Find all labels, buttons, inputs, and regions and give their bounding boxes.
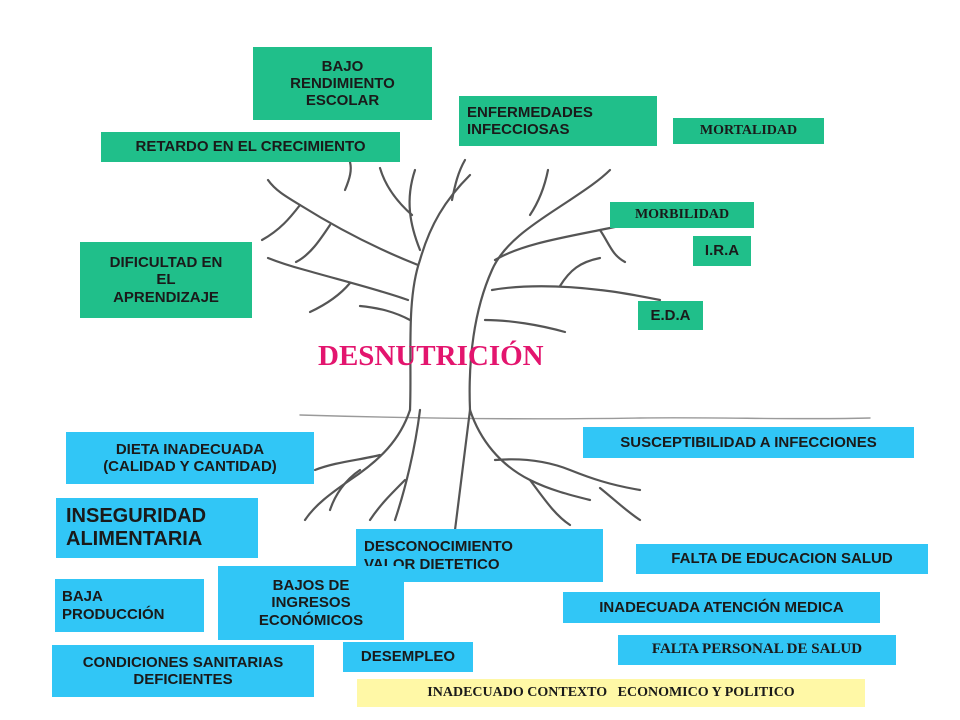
- cause-label: DIETA INADECUADA (CALIDAD Y CANTIDAD): [103, 440, 277, 475]
- root: [468, 408, 592, 502]
- branch: [343, 160, 352, 192]
- ground-line: [299, 414, 871, 420]
- cause-inadecuada-atencion-medica: INADECUADA ATENCIÓN MEDICA: [563, 592, 880, 623]
- branch: [568, 168, 612, 202]
- trunk-right-line: [468, 198, 572, 412]
- cause-dieta-inadecuada: DIETA INADECUADA (CALIDAD Y CANTIDAD): [66, 432, 314, 484]
- branch: [358, 304, 412, 322]
- effect-label: DIFICULTAD EN EL APRENDIZAJE: [109, 254, 223, 306]
- branch: [378, 166, 414, 217]
- cause-label: INADECUADA ATENCIÓN MEDICA: [599, 598, 844, 616]
- cause-label: DESCONOCIMIENTO VALOR DIETETICO: [364, 538, 513, 573]
- cause-label: INSEGURIDAD ALIMENTARIA: [66, 505, 207, 550]
- diagram-title: DESNUTRICIÓN: [318, 340, 544, 372]
- cause-baja-produccion: BAJA PRODUCCIÓN: [55, 579, 204, 632]
- cause-falta-personal-salud: FALTA PERSONAL DE SALUD: [618, 635, 896, 665]
- root: [393, 408, 422, 522]
- effect-label: I.R.A: [704, 242, 740, 260]
- effect-bajo-rendimiento-escolar: BAJO RENDIMIENTO ESCOLAR: [253, 47, 432, 120]
- root: [368, 478, 407, 522]
- branch: [483, 318, 567, 334]
- cause-label: SUSCEPTIBILIDAD A INFECCIONES: [620, 433, 877, 451]
- branch: [450, 158, 467, 202]
- cause-inseguridad-alimentaria: INSEGURIDAD ALIMENTARIA: [56, 498, 258, 558]
- root: [453, 408, 472, 532]
- root: [328, 468, 362, 512]
- effect-label: E.D.A: [650, 306, 691, 324]
- branch: [260, 203, 302, 242]
- trunk-left-line: [408, 173, 472, 412]
- effect-eda: E.D.A: [638, 301, 703, 330]
- branch: [294, 223, 332, 264]
- effect-retardo-crecimiento: RETARDO EN EL CRECIMIENTO: [101, 132, 400, 162]
- effect-mortalidad: MORTALIDAD: [673, 118, 824, 144]
- effect-label: BAJO RENDIMIENTO ESCOLAR: [290, 57, 395, 110]
- cause-falta-educacion-salud: FALTA DE EDUCACION SALUD: [636, 544, 928, 574]
- cause-label: INADECUADO CONTEXTO ECONOMICO Y POLITICO: [427, 684, 795, 700]
- branch: [266, 178, 420, 267]
- cause-inadecuado-contexto: INADECUADO CONTEXTO ECONOMICO Y POLITICO: [357, 679, 865, 707]
- effect-label: RETARDO EN EL CRECIMIENTO: [135, 138, 366, 156]
- root: [303, 408, 412, 522]
- cause-label: CONDICIONES SANITARIAS DEFICIENTES: [82, 653, 284, 688]
- root: [528, 478, 572, 527]
- cause-label: FALTA DE EDUCACION SALUD: [671, 550, 893, 568]
- cause-bajos-ingresos-economicos: BAJOS DE INGRESOS ECONÓMICOS: [218, 566, 404, 640]
- cause-susceptibilidad-infecciones: SUSCEPTIBILIDAD A INFECCIONES: [583, 427, 914, 458]
- cause-label: BAJA PRODUCCIÓN: [62, 588, 165, 623]
- branch: [308, 281, 352, 314]
- cause-desempleo: DESEMPLEO: [343, 642, 473, 672]
- branch: [490, 285, 662, 302]
- effect-dificultad-aprendizaje: DIFICULTAD EN EL APRENDIZAJE: [80, 242, 252, 318]
- cause-label: BAJOS DE INGRESOS ECONÓMICOS: [258, 577, 364, 629]
- root: [598, 486, 642, 522]
- cause-label: DESEMPLEO: [360, 648, 456, 666]
- branch: [558, 256, 602, 288]
- branch: [598, 228, 627, 264]
- branch: [408, 168, 422, 252]
- effect-label: MORTALIDAD: [699, 122, 798, 138]
- effect-ira: I.R.A: [693, 236, 751, 266]
- effect-enfermedades-infecciosas: ENFERMEDADES INFECCIOSAS: [459, 96, 657, 146]
- root: [313, 453, 382, 472]
- branch: [266, 256, 410, 302]
- effect-label: MORBILIDAD: [634, 206, 730, 222]
- cause-condiciones-sanitarias: CONDICIONES SANITARIAS DEFICIENTES: [52, 645, 314, 697]
- root: [493, 458, 642, 492]
- cause-label: FALTA PERSONAL DE SALUD: [651, 641, 863, 658]
- effect-morbilidad: MORBILIDAD: [610, 202, 754, 228]
- branch: [528, 168, 550, 217]
- effect-label: ENFERMEDADES INFECCIOSAS: [467, 103, 593, 138]
